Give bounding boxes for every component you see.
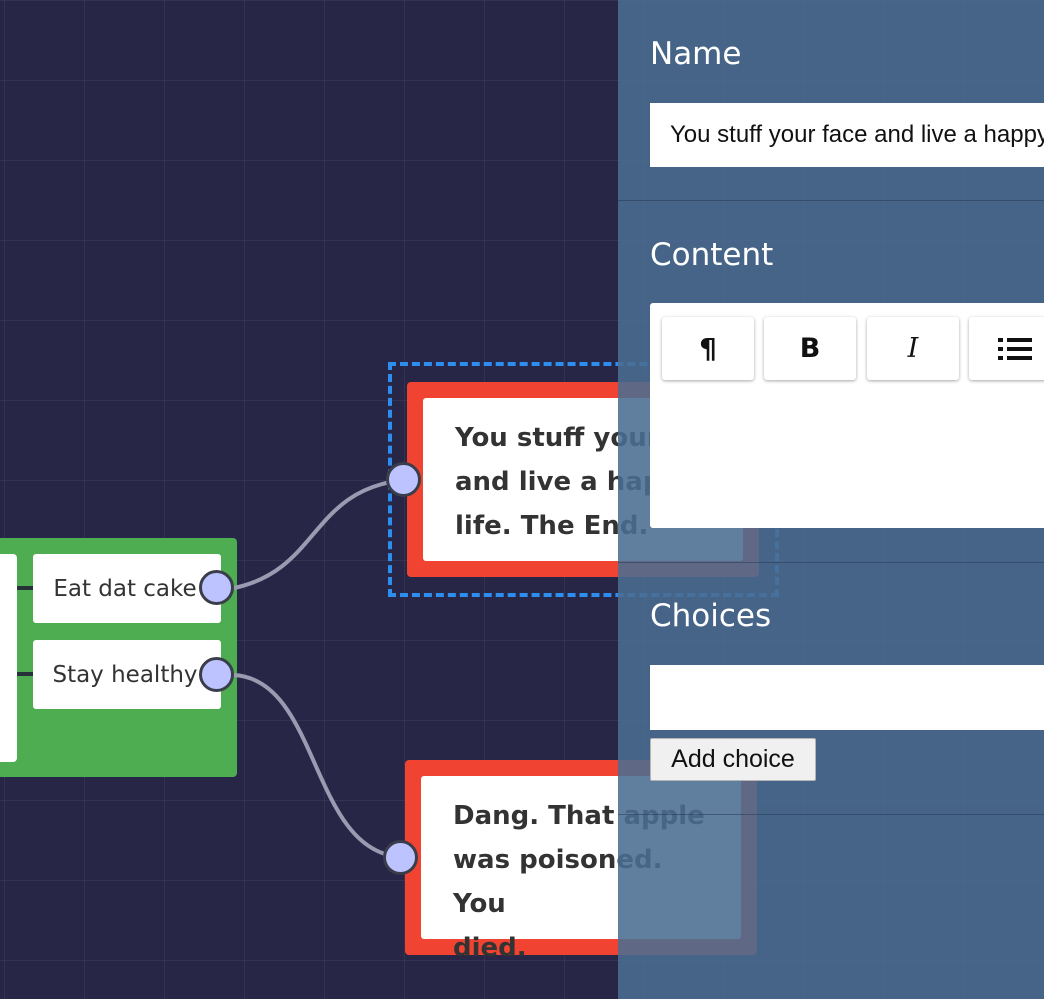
input-port-happy-ending[interactable] [386,462,421,497]
connector-cake [233,478,405,590]
name-label: Name [650,36,742,72]
node-text-line: life. The End. [455,511,649,541]
panel-divider [618,814,1044,815]
node-editor-panel: Name Content ¶ B I Choices Add choice [618,0,1044,999]
bold-button[interactable]: B [764,317,856,380]
new-choice-input[interactable] [650,665,1044,730]
content-editor[interactable]: ¶ B I [650,303,1044,528]
bullet-list-button[interactable] [969,317,1044,380]
choice-link [17,672,33,676]
italic-button[interactable]: I [867,317,959,380]
output-port-eat-dat-cake[interactable] [199,570,234,605]
node-text-line: died. [453,933,527,963]
content-label: Content [650,237,774,273]
name-input[interactable] [650,103,1044,167]
paragraph-icon: ¶ [699,332,717,365]
panel-divider [618,562,1044,563]
bold-icon: B [799,333,821,364]
italic-icon: I [907,333,919,364]
choice-link [17,586,33,590]
add-choice-button[interactable]: Add choice [650,738,816,781]
choice-eat-dat-cake[interactable]: Eat dat cake [33,554,221,623]
choices-label: Choices [650,598,772,634]
choice-stay-healthy[interactable]: Stay healthy [33,640,221,709]
bullet-list-icon [998,337,1032,360]
output-port-stay-healthy[interactable] [199,657,234,692]
connector-healthy [233,673,401,859]
input-port-poisoned[interactable] [383,840,418,875]
source-node-body[interactable] [0,554,17,762]
panel-divider [618,200,1044,201]
paragraph-button[interactable]: ¶ [662,317,754,380]
